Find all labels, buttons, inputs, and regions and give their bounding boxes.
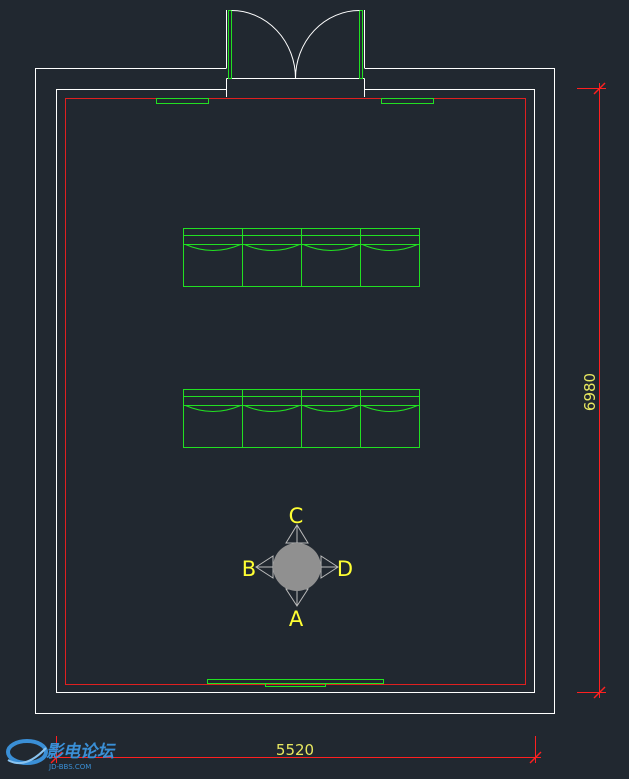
sofa-seat-frame (183, 228, 243, 287)
dim-w-tick-right (529, 751, 542, 764)
dim-h-tick-bottom (593, 686, 606, 699)
screen-console-bottom (207, 679, 384, 684)
sofa-seat (360, 228, 420, 287)
sofa-seat (301, 228, 361, 287)
sofa-seat-frame (183, 389, 243, 448)
wall-fixture-top-left (156, 98, 209, 104)
label-a: A (289, 607, 304, 631)
sofa-cushion-curve (362, 244, 418, 251)
sofa-seat (183, 389, 243, 448)
dim-w-value: 5520 (276, 741, 314, 759)
door-leaf-left (228, 10, 232, 79)
sofa-cushion-curve (185, 244, 241, 251)
logo-swoosh-tail-icon (7, 747, 47, 764)
inner-wall (56, 89, 535, 693)
door-swing-right (295, 10, 360, 79)
sofa-seat-frame (242, 228, 302, 287)
sofa-cushion-curve (303, 405, 359, 412)
label-d: D (337, 557, 353, 581)
sofa-seat-frame (301, 389, 361, 448)
listening-position-disc (273, 543, 321, 591)
door-swing-left (231, 10, 296, 79)
dimension-width: 5520 (50, 736, 542, 764)
double-door (228, 10, 363, 79)
sofa-seat (242, 228, 302, 287)
sofa-seat (183, 228, 243, 287)
measurement-position: C A B D (242, 504, 353, 631)
sofa-seat-frame (301, 228, 361, 287)
dim-w-tick-left (50, 751, 63, 764)
label-c: C (289, 504, 304, 528)
logo-url-text: JD-BBS.COM (48, 763, 91, 771)
door-leaf-right (359, 10, 363, 79)
inner-boundary (65, 98, 526, 685)
sofa-row-front (183, 228, 420, 287)
sofa-seat-frame (242, 389, 302, 448)
dim-h-tick-top (593, 82, 606, 95)
dim-h-value: 6980 (581, 373, 599, 411)
sofa-cushion-curve (362, 405, 418, 412)
screen-console-base (265, 683, 326, 687)
label-b: B (242, 557, 256, 581)
sofa-seat-frame (360, 228, 420, 287)
sofa-seat (301, 389, 361, 448)
sofa-cushion-curve (185, 405, 241, 412)
sofa-cushion-curve (244, 244, 300, 251)
sofa-seat (242, 389, 302, 448)
wall-fixture-top-right (381, 98, 434, 104)
watermark-logo: 影电论坛 JD-BBS.COM (6, 739, 116, 771)
sofa-row-back (183, 389, 420, 448)
sofa-seat-frame (360, 389, 420, 448)
sofa-cushion-curve (244, 405, 300, 412)
logo-swoosh-icon (6, 739, 48, 765)
sofa-seat (360, 389, 420, 448)
sofa-cushion-curve (303, 244, 359, 251)
dimension-height: 6980 (577, 82, 606, 699)
logo-brand-text: 影电论坛 (46, 742, 116, 762)
